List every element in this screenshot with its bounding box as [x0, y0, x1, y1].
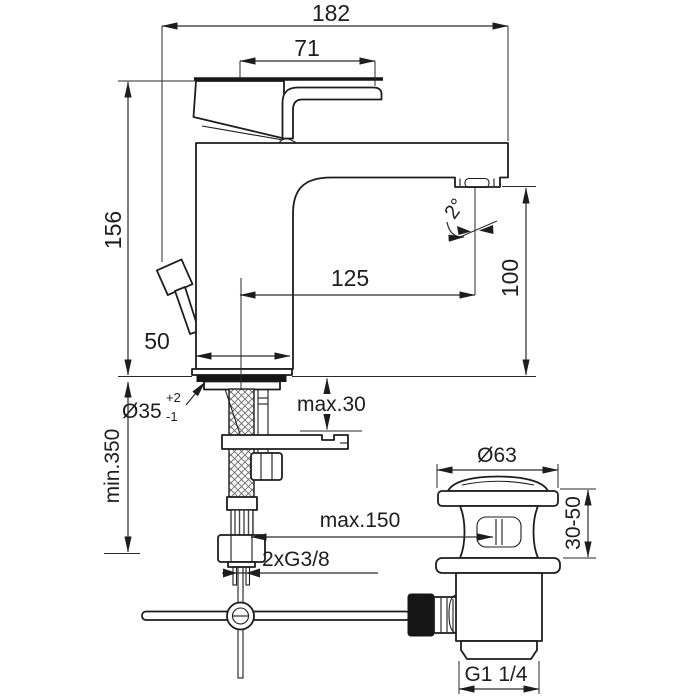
dim-100-label: 100	[497, 259, 523, 297]
dim-overall-height-156: 156	[100, 81, 132, 376]
waste-top-flange	[437, 490, 559, 507]
dim-spout-reach-125: 125	[239, 265, 476, 299]
dim-156-label: 156	[100, 211, 126, 249]
dim-lever-length-71: 71	[239, 35, 376, 65]
dim-hole-diameter-35: Ø35 +2 -1	[122, 381, 206, 424]
hose-end-fitting	[217, 496, 266, 586]
dim-3050-label: 30-50	[562, 496, 585, 550]
mounting-bracket	[221, 434, 349, 450]
dim-overall-depth-182: 182	[161, 0, 509, 30]
dim-hose-length-min350: min.350	[101, 381, 132, 553]
horizontal-rod	[141, 610, 411, 621]
dim-dia35-tol-plus: +2	[166, 390, 181, 405]
dim-G114-label: G1 1/4	[464, 663, 527, 686]
ball-joint	[226, 601, 255, 631]
dim-50-label: 50	[144, 328, 170, 354]
waste-lower-body	[455, 572, 543, 642]
pop-up-waste-assembly	[435, 475, 561, 660]
dim-2xG38-label: 2xG3/8	[262, 548, 330, 571]
waste-lower-flange	[435, 557, 561, 574]
extension-lines	[104, 26, 596, 694]
dim-dia35-label: Ø35	[122, 400, 162, 423]
dim-outlet-angle-2deg: 2°	[441, 195, 498, 242]
waste-plug-cap	[447, 475, 549, 492]
dim-2deg-label: 2°	[441, 195, 470, 223]
dim-125-label: 125	[331, 265, 369, 291]
dim-waste-cap-dia63: Ø63	[436, 444, 559, 474]
dim-outlet-height-100: 100	[497, 187, 530, 376]
pop-up-rod-linkage	[141, 566, 459, 679]
dim-min350-label: min.350	[101, 429, 124, 504]
dim-body-depth-50: 50	[144, 328, 291, 360]
mounting-nut	[250, 452, 283, 481]
aerator-outlet	[459, 177, 495, 189]
faucet-handle	[192, 77, 383, 144]
waste-outlet-tail	[460, 640, 538, 660]
dim-182-label: 182	[312, 0, 350, 26]
dim-deck-thickness-max30: max.30	[297, 378, 366, 430]
dim-supply-thread-2xG38: 2xG3/8	[222, 548, 378, 578]
dim-71-label: 71	[294, 35, 320, 61]
waste-body-window	[476, 516, 522, 548]
dim-waste-thread-G114: G1 1/4	[458, 663, 540, 693]
dim-dia35-tol-minus: -1	[166, 409, 178, 424]
dim-waste-deck-range-3050: 30-50	[562, 489, 592, 558]
dim-max30-label: max.30	[297, 393, 366, 416]
dim-dia63-label: Ø63	[477, 444, 517, 467]
dim-rod-distance-max150: max.150	[250, 509, 494, 541]
supply-connection-nut	[217, 534, 266, 568]
handle-lever	[281, 86, 383, 140]
waste-actuator-cam	[407, 593, 435, 637]
dim-max150-label: max.150	[320, 509, 401, 532]
lift-rod-knob	[155, 258, 200, 335]
mounting-base	[191, 368, 293, 391]
actuator-gland	[433, 596, 459, 634]
waste-upper-body	[459, 505, 539, 559]
faucet-body-spout	[195, 142, 509, 370]
